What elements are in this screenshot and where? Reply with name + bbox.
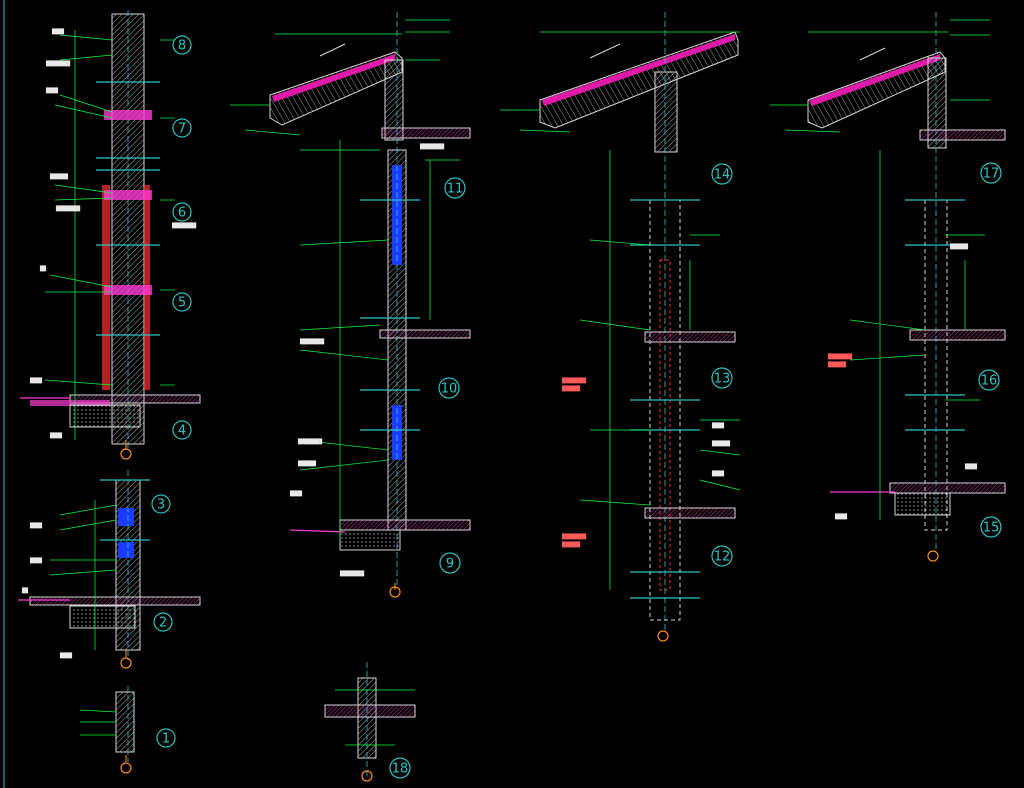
svg-text:████████: ████████ — [561, 533, 587, 540]
svg-text:████: ████ — [51, 28, 65, 35]
svg-text:██████: ██████ — [949, 243, 969, 250]
svg-text:██████: ██████ — [49, 173, 69, 180]
detail-label: 11 — [447, 182, 464, 197]
detail-bubble[interactable]: 16 — [978, 369, 1000, 391]
detail-label: 18 — [392, 762, 409, 777]
svg-text:████: ████ — [289, 490, 303, 497]
svg-text:████: ████ — [711, 422, 725, 429]
svg-text:████: ████ — [59, 652, 73, 659]
detail-bubble[interactable]: 9 — [439, 552, 461, 574]
svg-text:████: ████ — [964, 463, 978, 470]
svg-text:██████: ██████ — [827, 361, 847, 368]
detail-column-3: ████████ ██████ ████████ ██████ ████ ███… — [500, 12, 741, 642]
svg-text:██████: ██████ — [561, 541, 581, 548]
svg-text:████████: ████████ — [339, 570, 365, 577]
svg-text:████████: ████████ — [561, 377, 587, 384]
svg-text:████████: ████████ — [827, 353, 853, 360]
detail-label: 1 — [162, 732, 170, 747]
svg-text:████: ████ — [29, 377, 43, 384]
svg-text:████████: ████████ — [299, 338, 325, 345]
detail-label: 2 — [159, 616, 167, 631]
detail-bubble[interactable]: 2 — [153, 612, 173, 632]
detail-18 — [324, 662, 416, 782]
detail-bubble[interactable]: 1 — [156, 728, 176, 748]
detail-bubble[interactable]: 18 — [389, 757, 411, 779]
detail-bubble[interactable]: 7 — [172, 118, 192, 138]
svg-text:██: ██ — [21, 587, 29, 594]
detail-column-4: ████████ ██████ ████ ██████ ████ — [770, 12, 1006, 562]
svg-text:████████: ████████ — [45, 60, 71, 67]
detail-bubbles: 1 2 3 4 5 6 7 8 9 10 11 12 13 14 15 16 1… — [151, 35, 1002, 779]
detail-label: 7 — [178, 122, 186, 137]
detail-bubble[interactable]: 12 — [711, 545, 733, 567]
detail-label: 10 — [441, 382, 458, 397]
svg-text:████: ████ — [29, 557, 43, 564]
svg-text:████: ████ — [711, 470, 725, 477]
detail-label: 8 — [178, 39, 186, 54]
detail-bubble[interactable]: 14 — [711, 163, 733, 185]
detail-bubble[interactable]: 4 — [172, 420, 192, 440]
detail-bubble[interactable]: 6 — [172, 202, 192, 222]
svg-text:████: ████ — [49, 432, 63, 439]
detail-label: 14 — [714, 168, 731, 183]
detail-label: 17 — [983, 167, 1000, 182]
svg-text:████████: ████████ — [55, 205, 81, 212]
detail-label: 5 — [178, 296, 186, 311]
detail-bubble[interactable]: 5 — [172, 292, 192, 312]
svg-text:████████: ████████ — [297, 438, 323, 445]
svg-text:██████: ██████ — [711, 440, 731, 447]
svg-text:████: ████ — [834, 513, 848, 520]
detail-bubble[interactable]: 11 — [444, 177, 466, 199]
svg-text:████: ████ — [29, 522, 43, 529]
detail-column-1: ████ ████████ ████ ██████ ████████ █████… — [20, 10, 201, 460]
detail-bubble[interactable]: 10 — [438, 377, 460, 399]
detail-label: 12 — [714, 550, 731, 565]
svg-text:████████: ████████ — [419, 143, 445, 150]
detail-label: 16 — [981, 374, 998, 389]
detail-label: 6 — [178, 206, 186, 221]
svg-text:██████: ██████ — [297, 460, 317, 467]
detail-label: 13 — [714, 372, 731, 387]
svg-text:██: ██ — [39, 265, 47, 272]
detail-column-1-lower: ████ ████ ██ ████ — [18, 470, 201, 774]
detail-bubble[interactable]: 13 — [711, 367, 733, 389]
svg-text:████████: ████████ — [171, 222, 197, 229]
detail-label: 3 — [157, 498, 165, 513]
detail-bubble[interactable]: 3 — [151, 494, 171, 514]
detail-bubble[interactable]: 17 — [980, 162, 1002, 184]
detail-column-2: ████████ ████████ ██████ ████ ████████ █… — [230, 12, 471, 598]
svg-text:██████: ██████ — [561, 385, 581, 392]
detail-bubble[interactable]: 8 — [172, 35, 192, 55]
detail-bubble[interactable]: 15 — [980, 516, 1002, 538]
detail-label: 4 — [178, 424, 186, 439]
svg-text:████: ████ — [45, 87, 59, 94]
detail-label: 15 — [983, 521, 1000, 536]
detail-label: 9 — [446, 557, 454, 572]
